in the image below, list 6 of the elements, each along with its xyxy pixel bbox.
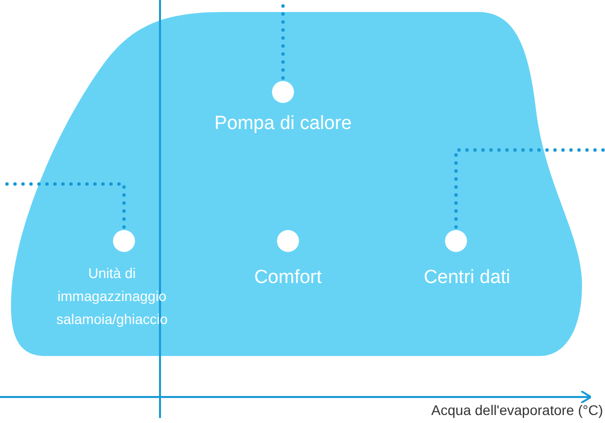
point-label: Centri dati — [422, 266, 512, 290]
axis-label: Acqua dell'evaporatore (°C) — [431, 402, 603, 418]
leader-line — [454, 148, 605, 229]
point-label: Unità di immagazzinaggio salamoia/ghiaccio — [55, 264, 169, 329]
point-label: Comfort — [253, 266, 323, 290]
point-label: Pompa di calore — [213, 112, 353, 136]
